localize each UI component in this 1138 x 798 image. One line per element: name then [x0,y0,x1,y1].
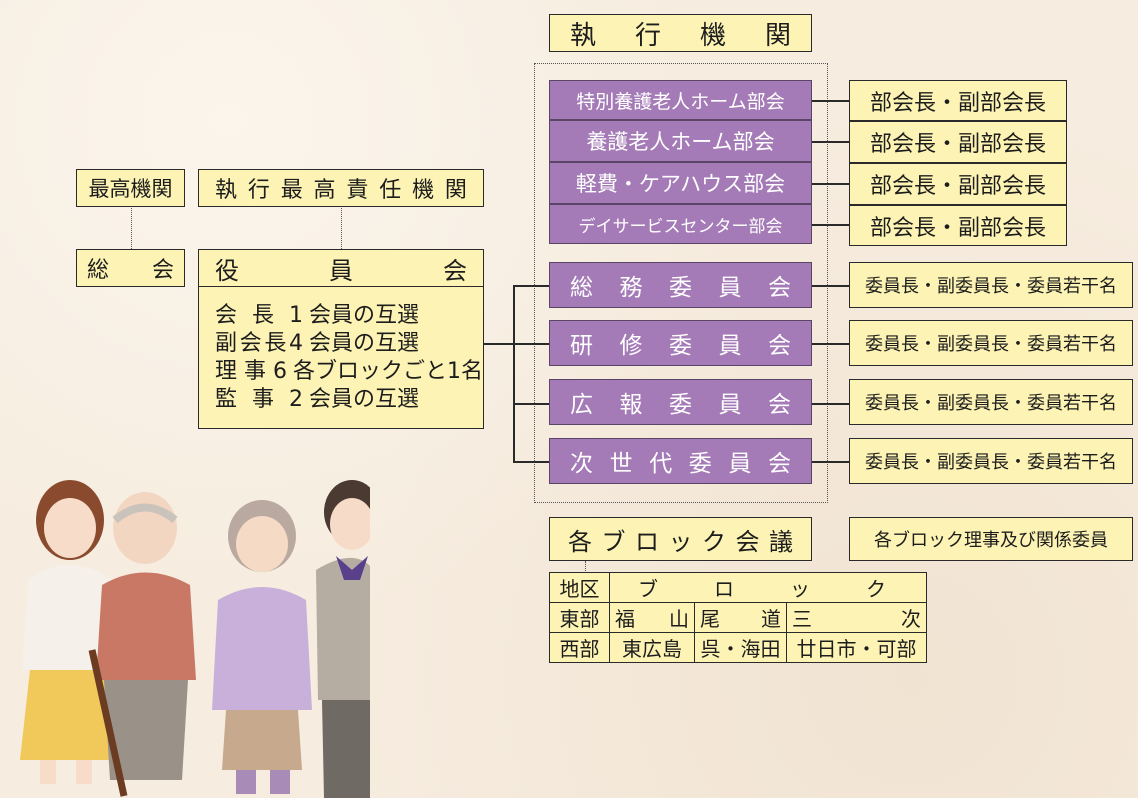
general-meeting-box: 総会 [76,249,185,287]
table-row: 西部 東広島 呉・海田 廿日市・可部 [549,632,927,663]
connector-committee-roles [812,403,849,405]
connector-subcommittee-roles [812,224,849,226]
block-name: 福山 [615,607,689,631]
committee-bracket-tick [513,461,549,463]
figure-man-right [316,480,370,798]
block-name: 三次 [792,607,921,631]
executive-organs-frame [534,63,828,503]
committee-roles-box: 委員長・副委員長・委員若干名 [849,320,1133,366]
figure-old-man [88,492,196,797]
member-method: 会員の互選 [309,330,420,356]
committee-box: 広報委員会 [549,379,812,425]
subcommittee-box: 軽費・ケアハウス部会 [549,162,812,204]
connector-committee-roles [812,461,849,463]
member-method: 会員の互選 [309,302,420,328]
executive-organs-label: 執行機関 [549,14,812,52]
table-header-blocks: ブロック [609,572,927,603]
supreme-body-label: 最高機関 [76,169,185,207]
figure-grandmother [212,500,312,794]
committee-bracket-vertical [513,285,515,461]
connector-committee-roles [812,343,849,345]
member-method: 各ブロックごと1名 [293,358,483,384]
table-cell-block: 三次 [786,602,927,633]
subcommittee-roles-box: 部会長・副部会長 [849,80,1067,121]
committee-bracket-tick [513,285,549,287]
committee-roles-box: 委員長・副委員長・委員若干名 [849,262,1133,308]
subcommittee-roles-box: 部会長・副部会長 [849,205,1067,246]
connector-board-committees [484,343,514,345]
committee-bracket-tick [513,343,549,345]
subcommittee-roles-box: 部会長・副部会長 [849,163,1067,205]
table-header-blocks-text: ブロック [638,577,886,601]
connector-exec-board [341,208,342,249]
connector-subcommittee-roles [812,141,849,143]
board-box: 役員会 [198,249,484,287]
connector-committee-roles [812,285,849,287]
table-row: 東部 福山 尾道 三次 [549,602,927,633]
block-table-header: 地区 ブロック [549,572,927,603]
committee-bracket-tick [513,403,549,405]
figure-woman-left [20,480,120,784]
table-cell-district: 東部 [549,602,610,633]
connector-supreme-general [131,208,132,249]
table-cell-block: 東広島 [609,632,695,663]
block-members-box: 各ブロック理事及び関係委員 [849,517,1133,561]
connector-subcommittee-roles [812,183,849,185]
table-header-district: 地区 [549,572,610,603]
subcommittee-box: 特別養護老人ホーム部会 [549,80,812,120]
table-cell-block: 尾道 [694,602,787,633]
exec-responsibility-label: 執行最高責任機関 [198,169,484,207]
connector-block-table [585,561,586,573]
block-table: 地区 ブロック 東部 福山 尾道 三次 西部 東広島 呉・海田 廿日市・可部 [549,572,927,663]
block-meeting-box: 各ブロック会議 [549,517,812,561]
elderly-figures-illustration [20,480,370,798]
subcommittee-roles-box: 部会長・副部会長 [849,121,1067,163]
table-cell-district: 西部 [549,632,610,663]
committee-roles-box: 委員長・副委員長・委員若干名 [849,379,1133,425]
member-method: 会員の互選 [309,386,420,412]
committee-box: 次世代委員会 [549,438,812,484]
block-name: 尾道 [700,607,781,631]
table-cell-block: 廿日市・可部 [786,632,927,663]
committee-box: 総務委員会 [549,262,812,308]
table-cell-block: 福山 [609,602,695,633]
committee-roles-box: 委員長・副委員長・委員若干名 [849,438,1133,484]
subcommittee-box: 養護老人ホーム部会 [549,120,812,162]
table-cell-block: 呉・海田 [694,632,787,663]
subcommittee-box: デイサービスセンター部会 [549,204,812,244]
connector-subcommittee-roles [812,100,849,102]
committee-box: 研修委員会 [549,320,812,366]
